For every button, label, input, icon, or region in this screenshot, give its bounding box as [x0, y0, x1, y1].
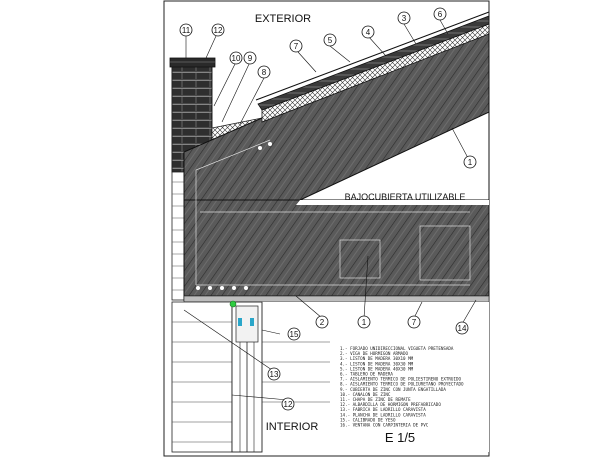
- callout-number: 13: [270, 370, 279, 379]
- callout-14: 7: [407, 315, 421, 329]
- callout-number: 7: [294, 42, 299, 51]
- legend-item: 3.- LISTON DE MADERA 30X10 MM: [340, 356, 414, 361]
- legend-item: 14.- PLANCHA DE LADRILLO CARAVISTA: [340, 412, 426, 417]
- callout-number: 1: [468, 158, 473, 167]
- callout-7: 5: [323, 33, 337, 47]
- callout-18: 12: [281, 397, 295, 411]
- legend-item: 13.- FABRICA DE LADRILLO CARAVISTA: [340, 407, 426, 412]
- ceiling-plaster: [183, 295, 490, 303]
- attic-space-lower: [296, 200, 489, 205]
- legend-item: 6.- TABLERO DE MADERA: [340, 372, 393, 377]
- callout-number: 12: [284, 400, 293, 409]
- callout-13: 1: [357, 315, 371, 329]
- legend-item: 15.- CALIBRADO DE YESO: [340, 417, 396, 422]
- callout-5: 8: [257, 65, 271, 79]
- legend-item: 10.- CANALON DE ZINC: [340, 392, 391, 397]
- callout-1: 11: [179, 23, 193, 37]
- callout-10: 6: [433, 7, 447, 21]
- legend-item: 8.- AISLAMIENTO TERMICO DE POLIURETANO P…: [340, 382, 464, 387]
- scale-label: E 1/5: [385, 430, 415, 445]
- callout-number: 14: [458, 324, 467, 333]
- callout-number: 12: [214, 26, 223, 35]
- callout-4: 9: [243, 51, 257, 65]
- interior-label: INTERIOR: [266, 421, 319, 433]
- callout-2: 12: [211, 23, 225, 37]
- callout-6: 7: [289, 39, 303, 53]
- legend-item: 9.- CUBIERTA DE ZINC CON JUNTA ENGATILLA…: [340, 387, 446, 392]
- callout-3: 10: [229, 51, 243, 65]
- callout-11: 1: [463, 155, 477, 169]
- legend-item: 16.- VENTANA CON CARPINTERIA DE PVC: [340, 423, 429, 428]
- exterior-label: EXTERIOR: [255, 13, 311, 25]
- legend-item: 5.- LISTON DE MADERA 40X30 MM: [340, 366, 414, 371]
- callout-9: 3: [397, 11, 411, 25]
- legend-item: 11.- CHAPA DE ZINC DE REMATE: [340, 397, 411, 402]
- callout-number: 11: [182, 26, 191, 35]
- legend-item: 4.- LISTON DE MADERA 30X30 MM: [340, 361, 414, 366]
- brick-wall-lower: [171, 171, 185, 301]
- callout-8: 4: [361, 25, 375, 39]
- legend-item: 2.- VIGA DE HORMIGON ARMADO: [340, 351, 409, 356]
- callout-number: 2: [320, 318, 325, 327]
- callout-16: 15: [287, 327, 301, 341]
- callout-number: 8: [262, 68, 267, 77]
- callout-number: 9: [248, 54, 253, 63]
- concrete-coping: [169, 57, 216, 68]
- callout-17: 13: [267, 367, 281, 381]
- callout-number: 15: [290, 330, 299, 339]
- callout-15: 14: [455, 321, 469, 335]
- roof-covering: [257, 15, 490, 111]
- callout-number: 10: [232, 54, 241, 63]
- callout-number: 4: [366, 28, 371, 37]
- legend: 1.- FORJADO UNIDIRECCIONAL VIGUETA PRETE…: [340, 346, 464, 428]
- bajocubierta-label: BAJOCUBIERTA UTILIZABLE: [345, 192, 466, 202]
- legend-item: 7.- AISLAMIENTO TERMICO DE POLIESTIRENO …: [340, 377, 461, 382]
- callout-number: 1: [362, 318, 367, 327]
- callout-12: 2: [315, 315, 329, 329]
- horizontal-concrete-slab: [183, 199, 490, 297]
- interior-wall: [171, 301, 233, 453]
- callout-number: 3: [402, 14, 407, 23]
- legend-item: 12.- ALBARDILLA DE HORMIGON PREFABRICADO: [340, 402, 441, 407]
- callout-number: 5: [328, 36, 333, 45]
- legend-item: 1.- FORJADO UNIDIRECCIONAL VIGUETA PRETE…: [340, 346, 454, 351]
- callout-number: 6: [438, 10, 443, 19]
- callout-number: 7: [412, 318, 417, 327]
